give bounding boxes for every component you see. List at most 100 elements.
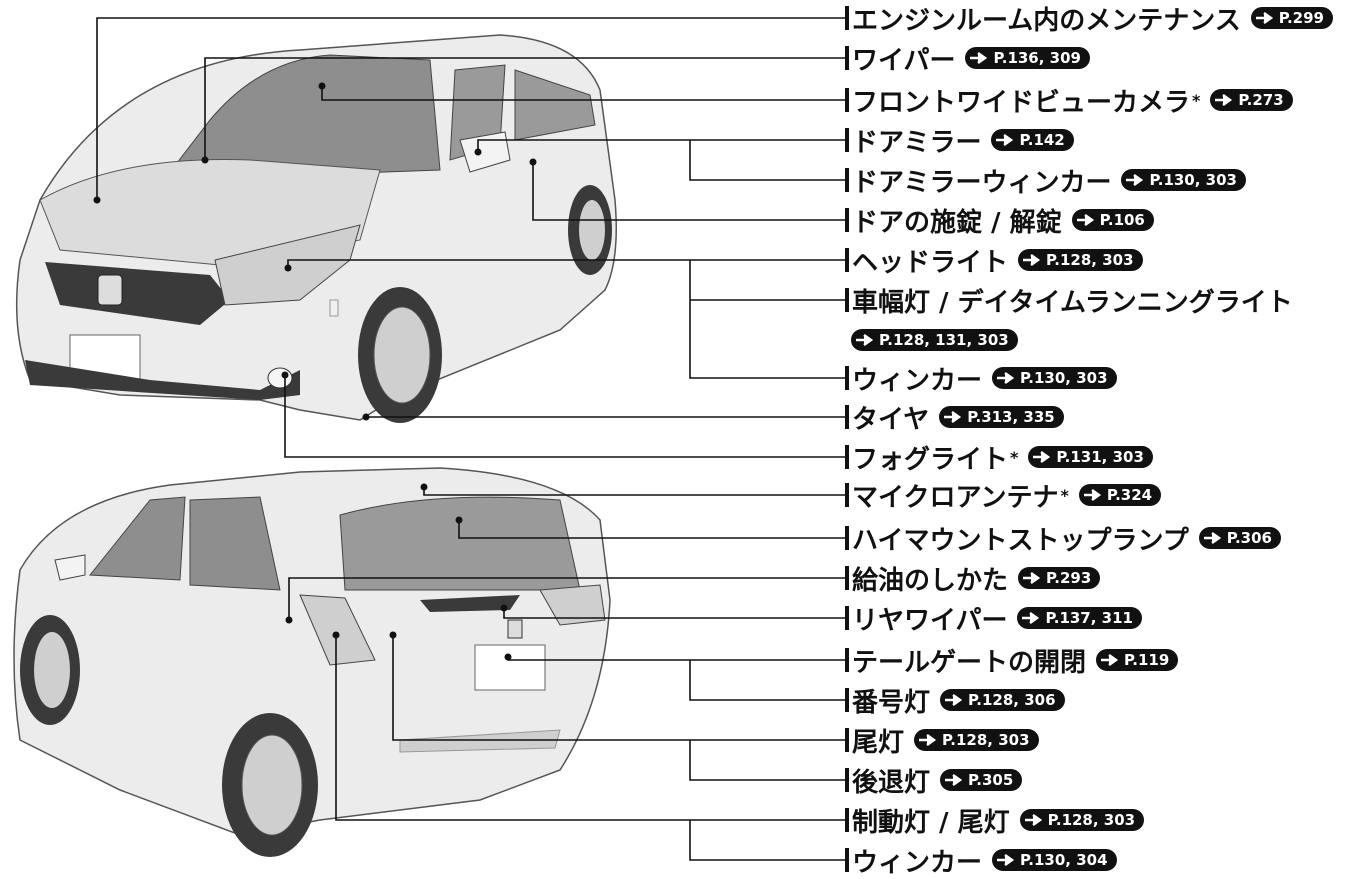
page-reference-link[interactable]: P. 119 [1096,649,1179,671]
page-prefix: P. [1020,851,1034,869]
page-arrow-icon [1023,254,1041,266]
part-name: フロントワイドビューカメラ [852,87,1191,118]
page-arrow-icon [1083,489,1101,501]
page-number: 128, 131, 303 [892,331,1009,349]
page-reference-link[interactable]: P. 313, 335 [939,406,1064,428]
page-reference-link[interactable]: P. 324 [1078,484,1162,506]
label-marker [845,606,849,630]
page-reference-link[interactable]: P. 128, 303 [1019,809,1145,831]
page-reference-link[interactable]: P. 131, 303 [1028,446,1153,468]
page-reference-link[interactable]: P. 136, 309 [965,47,1090,69]
part-name: リヤワイパー [852,605,1008,636]
part-label: エンジンルーム内のメンテナンス P. 299 [845,3,1333,36]
page-reference-link[interactable]: P. 128, 306 [940,689,1065,711]
page-arrow-icon [1203,532,1221,544]
label-marker [845,768,849,792]
optional-marker: * [1192,90,1201,110]
label-marker [845,566,849,590]
page-prefix: P. [968,691,982,709]
page-reference-link[interactable]: P. 306 [1198,527,1281,549]
page-arrow-icon [919,734,937,746]
leader-dots [93,82,537,661]
page-number: 306 [1240,529,1272,547]
page-number: 136, 309 [1007,49,1081,67]
page-number: 128, 306 [981,691,1056,709]
label-marker [845,46,849,70]
label-marker [845,88,849,112]
part-label: P. 128, 131, 303 [851,325,1018,355]
page-reference-link[interactable]: P. 305 [940,769,1023,791]
page-reference-link[interactable]: P. 130, 303 [992,367,1117,389]
page-reference-link[interactable]: P. 137, 311 [1017,607,1142,629]
page-number: 299 [1292,9,1324,27]
optional-marker: * [1010,447,1019,467]
part-name: 給油のしかた [852,565,1009,596]
page-number: 305 [981,771,1014,789]
page-arrow-icon [1076,214,1094,226]
page-prefix: P. [1099,211,1114,229]
page-arrow-icon [1126,174,1144,186]
page-arrow-icon [1255,12,1273,24]
page-prefix: P. [1045,609,1060,627]
part-name: ドアミラー [852,127,982,158]
part-name: ドアの施錠 / 解錠 [852,207,1062,238]
page-number: 128, 303 [955,731,1030,749]
page-arrow-icon [1023,572,1041,584]
leader-lines [96,17,845,861]
page-number: 106 [1113,211,1145,229]
page-prefix: P. [1106,486,1121,504]
label-marker [845,366,849,390]
page-prefix: P. [1046,251,1060,269]
page-reference-link[interactable]: P. 128, 303 [1018,249,1143,271]
part-name: ワイパー [852,45,956,76]
label-marker [845,728,849,752]
part-label: 車幅灯 / デイタイムランニングライト [845,285,1293,318]
label-marker [845,288,849,312]
part-label: ワイパー P. 136, 309 [845,43,1090,76]
page-prefix: P. [1124,651,1138,669]
part-name: マイクロアンテナ [852,482,1059,513]
page-prefix: P. [1019,131,1034,149]
page-number: 128, 303 [1061,811,1136,829]
page-reference-link[interactable]: P. 130, 304 [992,849,1117,871]
label-marker [845,128,849,152]
part-label: タイヤ P. 313, 335 [845,402,1064,435]
page-reference-link[interactable]: P. 142 [991,129,1074,151]
page-reference-link[interactable]: P. 293 [1018,567,1101,589]
part-label: ドアの施錠 / 解錠 P. 106 [845,205,1154,238]
label-marker [845,208,849,232]
page-reference-link[interactable]: P. 128, 303 [914,729,1039,751]
page-prefix: P. [1020,369,1034,387]
page-prefix: P. [879,331,893,349]
page-reference-link[interactable]: P. 106 [1071,209,1154,231]
page-reference-link[interactable]: P. 128, 131, 303 [851,329,1018,351]
part-name: エンジンルーム内のメンテナンス [852,5,1241,36]
label-marker [845,648,849,672]
label-marker [845,405,849,429]
page-reference-link[interactable]: P. 273 [1210,89,1293,111]
page-arrow-icon [1101,654,1119,666]
page-number: 313, 335 [981,408,1055,426]
page-arrow-icon [944,411,962,423]
page-number: 130, 303 [1033,369,1108,387]
part-name: フォグライト [852,444,1009,475]
page-number: 293 [1059,569,1092,587]
part-name: タイヤ [852,404,930,435]
page-prefix: P. [1149,171,1164,189]
page-arrow-icon [945,774,963,786]
page-reference-link[interactable]: P. 130, 303 [1121,169,1246,191]
page-arrow-icon [970,52,988,64]
part-label: 給油のしかた P. 293 [845,563,1101,596]
label-marker [845,445,849,469]
page-reference-link[interactable]: P. 299 [1250,7,1333,29]
part-label: リヤワイパー P. 137, 311 [845,603,1142,636]
part-label: フロントワイドビューカメラ* P. 273 [845,85,1293,118]
page-number: 142 [1033,131,1065,149]
